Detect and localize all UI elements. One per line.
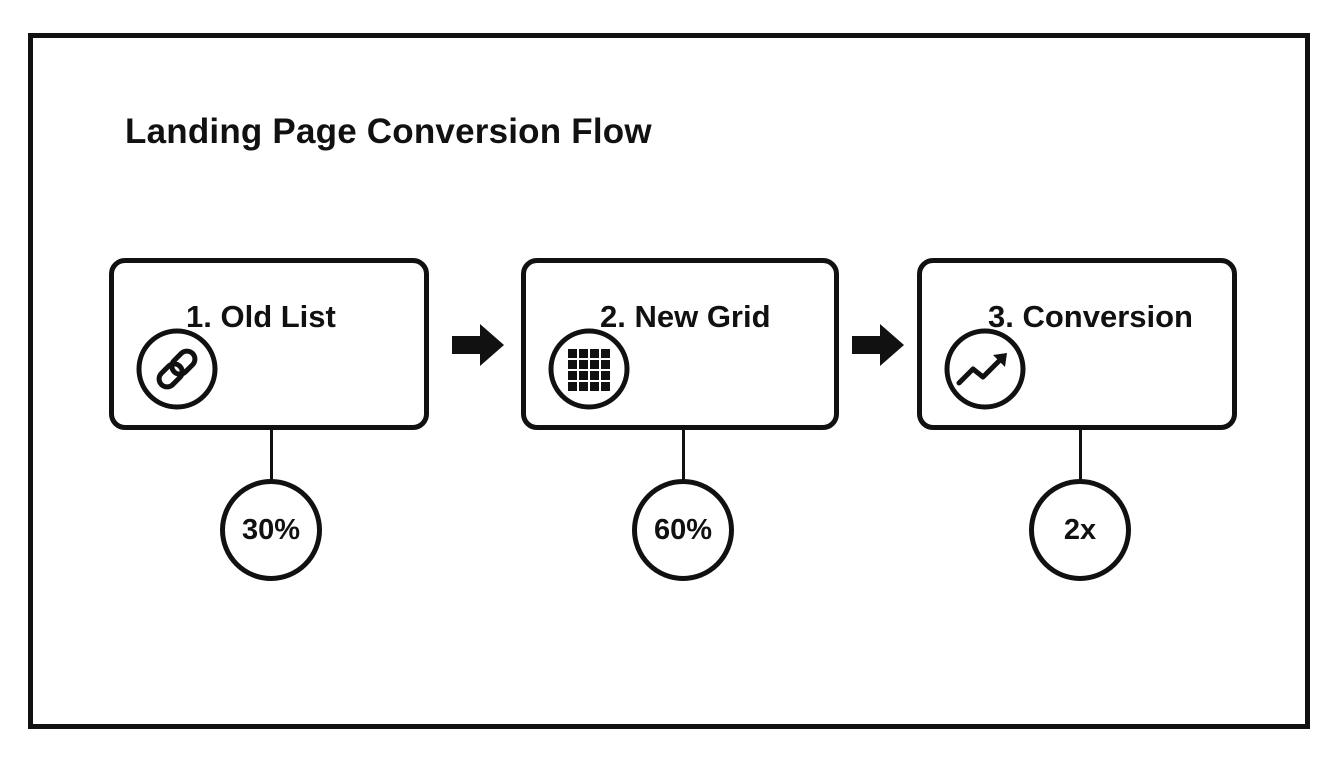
arrow-icon <box>852 324 904 366</box>
grid-icon <box>548 328 630 410</box>
metric-badge: 30% <box>220 479 322 581</box>
step-box-conversion: 3. Conversion <box>917 258 1237 430</box>
metric-badge: 2x <box>1029 479 1131 581</box>
diagram-title: Landing Page Conversion Flow <box>125 112 652 151</box>
step-box-new-grid: 2. New Grid <box>521 258 839 430</box>
link-icon <box>136 328 218 410</box>
step-box-old-list: 1. Old List <box>109 258 429 430</box>
connector-line <box>1079 430 1082 480</box>
step-label: 1. Old List <box>186 299 336 334</box>
connector-line <box>682 430 685 480</box>
metric-badge: 60% <box>632 479 734 581</box>
trend-up-icon <box>944 328 1026 410</box>
connector-line <box>270 430 273 480</box>
step-label: 3. Conversion <box>988 299 1193 334</box>
step-label: 2. New Grid <box>600 299 771 334</box>
arrow-icon <box>452 324 504 366</box>
